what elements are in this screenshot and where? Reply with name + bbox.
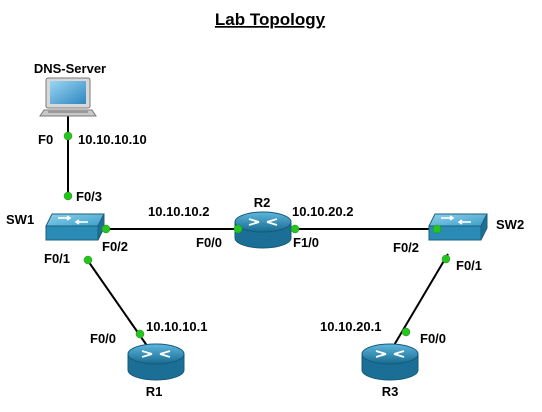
r2-ip-right-label: 10.10.20.2: [292, 204, 353, 219]
router-icon: [127, 343, 185, 381]
r2-f10-label: F1/0: [293, 235, 319, 250]
switch-icon: [428, 213, 488, 241]
dns-server[interactable]: DNS-Server: [34, 61, 106, 117]
port-dot-r2-f10: [290, 224, 300, 234]
computer-icon: [39, 77, 97, 117]
r1-label: R1: [146, 384, 163, 399]
sw2[interactable]: SW2: [428, 213, 524, 241]
r3-label: R3: [382, 384, 399, 399]
r2-label: R2: [254, 195, 271, 210]
sw1-f02-label: F0/2: [102, 239, 128, 254]
r1-f00-label: F0/0: [90, 331, 116, 346]
port-dot-sw2-f02: [432, 224, 442, 234]
sw1-f03-label: F0/3: [76, 189, 102, 204]
port-dot-sw1-f03: [63, 191, 73, 201]
r3-f00-label: F0/0: [420, 331, 446, 346]
r3[interactable]: R3: [361, 343, 419, 399]
sw1[interactable]: SW1: [6, 212, 105, 241]
dns-ip-label: 10.10.10.10: [78, 132, 147, 147]
sw1-f01-label: F0/1: [44, 251, 70, 266]
port-dot-r2-f00: [233, 224, 243, 234]
dns-f0-label: F0: [38, 132, 53, 147]
r2-f00-label: F0/0: [196, 235, 222, 250]
r2-ip-left-label: 10.10.10.2: [148, 204, 209, 219]
diagram-title: Lab Topology: [215, 10, 326, 29]
router-icon: [361, 343, 419, 381]
port-dot-sw1-f02: [101, 224, 111, 234]
port-dot-sw2-f01: [441, 254, 451, 264]
sw1-label: SW1: [6, 212, 34, 227]
r1-ip-label: 10.10.10.1: [146, 319, 207, 334]
port-dot-dns-f0: [63, 131, 73, 141]
dns-server-label: DNS-Server: [34, 61, 106, 76]
router-icon: [234, 211, 292, 249]
port-dot-r3-f00: [401, 327, 411, 337]
r1[interactable]: R1: [127, 343, 185, 399]
sw2-f01-label: F0/1: [456, 258, 482, 273]
r3-ip-label: 10.10.20.1: [320, 319, 381, 334]
switch-icon: [45, 213, 105, 241]
r2[interactable]: R2: [234, 195, 292, 249]
port-dot-sw1-f01: [83, 255, 93, 265]
sw2-f02-label: F0/2: [393, 240, 419, 255]
sw2-label: SW2: [496, 217, 524, 232]
link-sw2-r3: [389, 253, 449, 353]
port-dot-r1-f00: [135, 329, 145, 339]
